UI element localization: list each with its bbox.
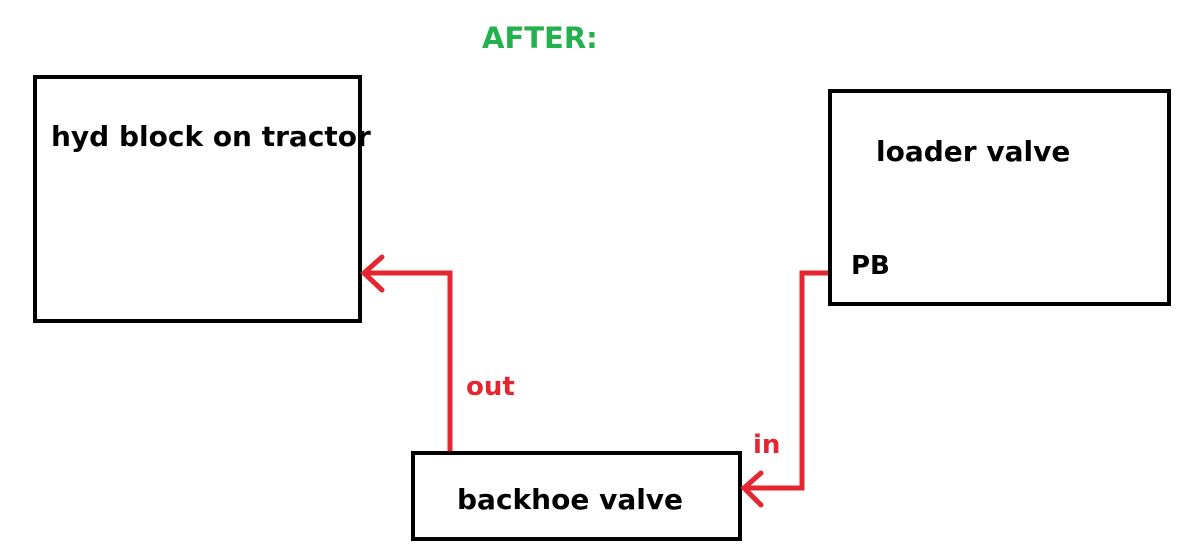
backhoe-valve-label: backhoe valve — [457, 483, 684, 516]
diagram-title: AFTER: — [482, 21, 598, 55]
loader-valve-box — [828, 89, 1171, 306]
in-line — [744, 270, 828, 491]
out-line — [364, 270, 453, 451]
loader-valve-label: loader valve — [876, 135, 1071, 168]
backhoe-valve-box — [411, 451, 742, 541]
out-arrowhead — [360, 254, 385, 293]
out-label: out — [466, 372, 515, 402]
in-arrowhead — [740, 470, 764, 508]
pb-port-label: PB — [851, 251, 890, 281]
in-label: in — [753, 430, 781, 460]
hyd-block-label: hyd block on tractor — [51, 120, 371, 153]
hyd-block-box — [33, 75, 362, 323]
